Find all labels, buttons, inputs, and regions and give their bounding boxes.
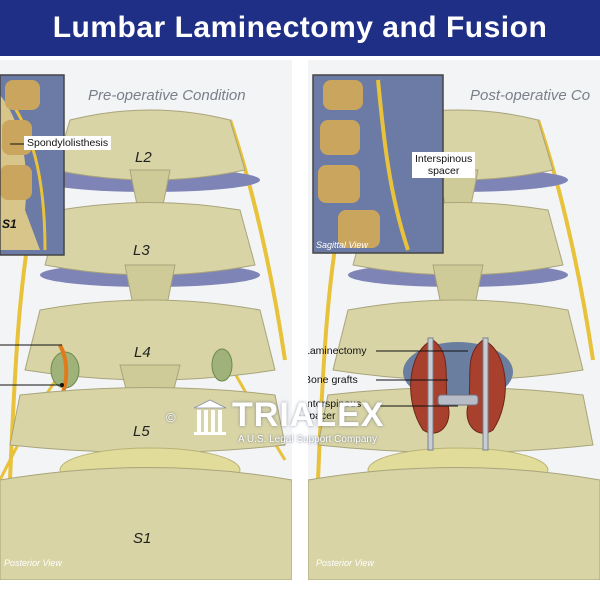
- spacer-line2: spacer: [308, 410, 336, 422]
- pre-operative-title: Pre-operative Condition: [88, 87, 246, 104]
- trialex-watermark: © TRIALEX A U.S. Legal Support Company: [166, 396, 430, 466]
- spondylolisthesis-label: Spondylolisthesis: [24, 136, 112, 150]
- vertebra-label-s1: S1: [133, 530, 152, 547]
- spacer-line1: Interspinous: [308, 398, 362, 410]
- trialex-brand: TRIALEX: [232, 396, 385, 434]
- post-operative-panel: Post-operative Co Sagittal View Interspi…: [308, 60, 600, 580]
- inset-spacer-line2: spacer: [427, 165, 460, 177]
- inset-interspinous-spacer-label: Interspinous spacer: [412, 152, 476, 178]
- title-text: Lumbar Laminectomy and Fusion: [52, 11, 548, 44]
- trialex-tagline: A U.S. Legal Support Company: [238, 434, 377, 445]
- post-operative-illustration: [308, 60, 600, 580]
- post-operative-title: Post-operative Co: [470, 87, 591, 104]
- laminectomy-label: Laminectomy: [308, 345, 367, 357]
- vertebra-label-l5: L5: [133, 423, 150, 440]
- trialex-logo-icon: [193, 399, 227, 435]
- inset-spacer-line1: Interspinous: [415, 153, 473, 165]
- copyright-symbol: ©: [166, 410, 176, 425]
- left-view-label: Posterior View: [4, 558, 62, 568]
- sagittal-view-label: Sagittal View: [316, 240, 368, 250]
- vertebra-label-l4: L4: [134, 344, 151, 361]
- page-title: Lumbar Laminectomy and Fusion: [0, 0, 600, 56]
- vertebra-label-l2: L2: [135, 149, 152, 166]
- interspinous-spacer-label: Interspinous spacer: [308, 398, 361, 422]
- inset-s1-label: S1: [2, 217, 17, 231]
- pre-operative-illustration: [0, 60, 292, 580]
- vertebra-label-l3: L3: [133, 242, 150, 259]
- pre-operative-panel: Pre-operative Condition Spondylolisthesi…: [0, 60, 292, 580]
- right-view-label: Posterior View: [316, 558, 374, 568]
- bone-grafts-label: Bone grafts: [308, 374, 358, 386]
